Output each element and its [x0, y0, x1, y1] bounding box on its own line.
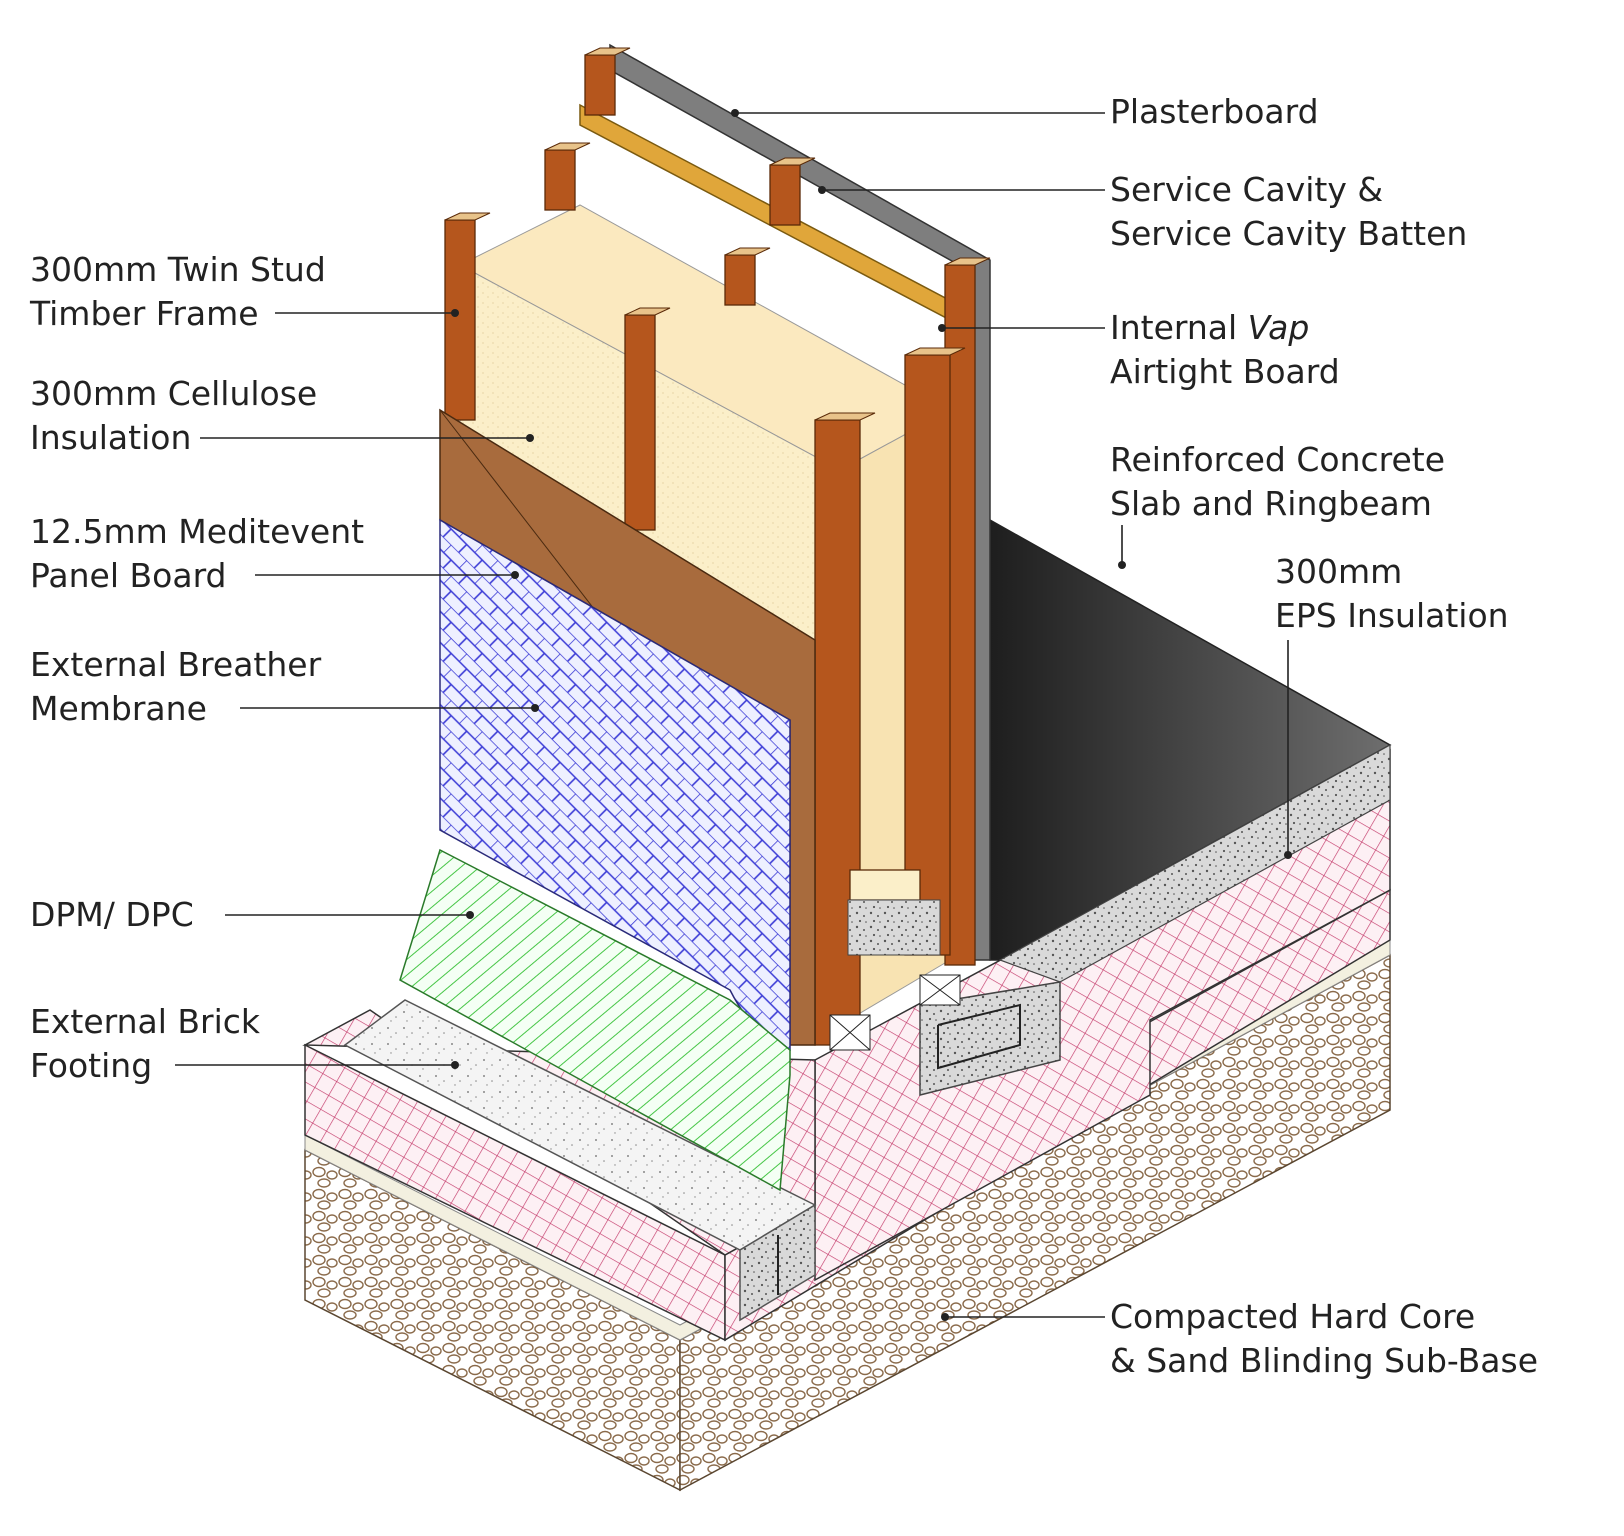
insulation-pad [847, 899, 941, 956]
dpm-dpc [399, 848, 791, 1192]
label-eps: 300mm EPS Insulation [1275, 552, 1509, 635]
stud-end-grain [444, 47, 991, 421]
label-brick-footing: External Brick Footing [30, 1002, 261, 1085]
label-cellulose: 300mm Cellulose Insulation [30, 374, 318, 457]
leader-lines [175, 112, 1289, 1318]
sand-blinding [304, 939, 1391, 1341]
leader-dots [451, 109, 1292, 1321]
label-service-cavity: Service Cavity & Service Cavity Batten [1110, 170, 1468, 253]
label-slab: Reinforced Concrete Slab and Ringbeam [1110, 440, 1446, 523]
label-plasterboard: Plasterboard [1110, 92, 1319, 131]
label-dpm-dpc: DPM/ DPC [30, 895, 194, 934]
slab-edge [998, 743, 1391, 983]
label-twin-stud: 300mm Twin Stud Timber Frame [30, 250, 326, 333]
label-hardcore: Compacted Hard Core & Sand Blinding Sub-… [1110, 1297, 1539, 1380]
label-breather-membrane: External Breather Membrane [30, 645, 322, 728]
ringbeam [919, 981, 1061, 1096]
label-vap-board: Internal Vap Airtight Board [1110, 308, 1340, 391]
label-panel-board: 12.5mm Meditevent Panel Board [30, 512, 365, 595]
